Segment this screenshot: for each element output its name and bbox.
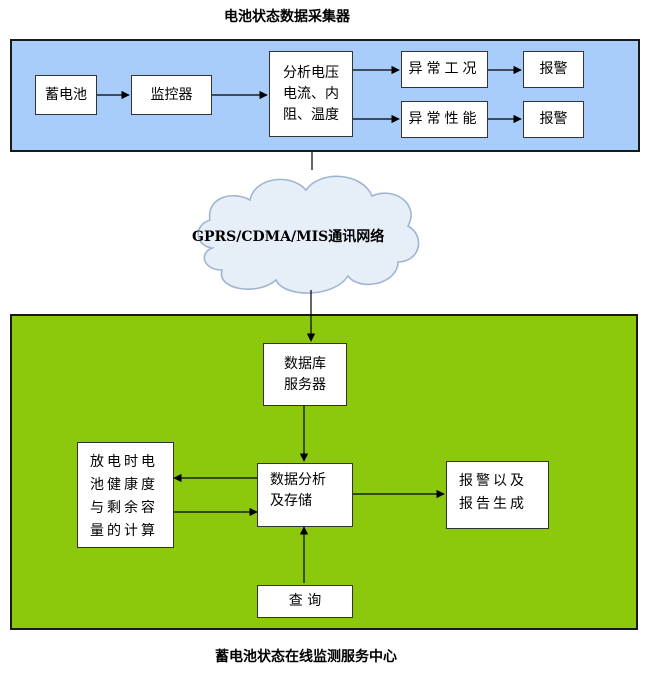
battery-node: 蓄电池: [35, 75, 97, 115]
monitor-node: 监控器: [131, 75, 212, 115]
analyze-line-2: 电流、内: [283, 85, 339, 102]
alarm-label-1: 报警: [539, 61, 568, 77]
analysis-line-1: 数据分析: [270, 472, 326, 488]
analysis-storage-node: 数据分析 及存储: [257, 463, 353, 527]
db-server-node: 数据库 服务器: [263, 343, 347, 406]
discharge-calc-node: 放电时电 池健康度 与剩余容 量的计算: [77, 442, 174, 548]
abnormal-condition-label: 异常工况: [408, 61, 481, 77]
report-line-1: 报警以及: [459, 473, 527, 489]
calc-line-1: 放电时电: [90, 454, 158, 470]
calc-line-3: 与剩余容: [90, 500, 158, 516]
abnormal-performance-node: 异常性能: [401, 101, 488, 138]
service-center-title: 蓄电池状态在线监测服务中心: [215, 649, 397, 665]
report-node: 报警以及 报告生成: [446, 461, 549, 529]
alarm-node-1: 报警: [523, 51, 584, 88]
network-label: GPRS/CDMA/MIS通讯网络: [192, 229, 385, 245]
analyze-line-3: 阻、温度: [283, 106, 339, 123]
query-label: 查 询: [288, 593, 322, 609]
db-server-line-2: 服务器: [284, 376, 326, 393]
abnormal-condition-node: 异常工况: [401, 51, 488, 88]
battery-label: 蓄电池: [45, 86, 87, 103]
alarm-node-2: 报警: [523, 101, 584, 138]
monitor-label: 监控器: [150, 86, 193, 103]
analysis-line-2: 及存储: [270, 493, 312, 509]
analyze-line-1: 分析电压: [283, 64, 339, 81]
analyze-node: 分析电压 电流、内 阻、温度: [269, 51, 353, 137]
calc-line-2: 池健康度: [90, 477, 158, 493]
network-cloud-icon: [197, 175, 420, 294]
query-node: 查 询: [257, 585, 353, 618]
alarm-label-2: 报警: [539, 111, 568, 127]
abnormal-performance-label: 异常性能: [408, 111, 481, 127]
db-server-line-1: 数据库: [284, 355, 326, 372]
collector-title: 电池状态数据采集器: [224, 9, 350, 25]
calc-line-4: 量的计算: [90, 523, 158, 539]
report-line-2: 报告生成: [459, 496, 527, 512]
